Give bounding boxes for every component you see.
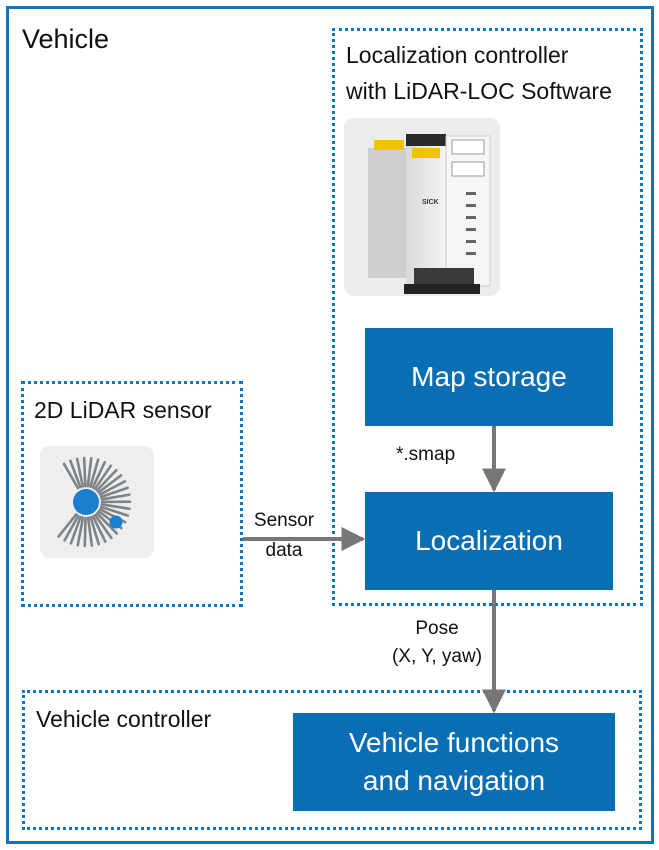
pose-line2: (X, Y, yaw) (391, 646, 483, 667)
lidar-ray (91, 460, 107, 489)
smap-label: *.smap (396, 444, 456, 465)
lidar-ray (63, 514, 80, 542)
lidar-ray (86, 457, 93, 488)
lidar-ray (82, 456, 87, 488)
lidar-ray (100, 503, 131, 511)
map-storage-box: Map storage (365, 328, 613, 426)
map-storage-label: Map storage (411, 361, 567, 392)
lidar-main-dot (73, 489, 99, 515)
localization-controller-frame (332, 28, 643, 606)
lidar-ray (69, 459, 82, 489)
localization-controller-title-line1: Localization controller (346, 42, 569, 68)
lidar-ray (95, 468, 118, 492)
localization-controller-title-line2: with LiDAR-LOC Software (346, 78, 612, 104)
lidar-ray (93, 464, 113, 491)
lidar-ray (83, 516, 87, 548)
lidar-ray (99, 505, 130, 517)
lidar-sensor-title: 2D LiDAR sensor (34, 397, 212, 423)
vehicle-title: Vehicle (22, 24, 110, 54)
device-brand-text: SICK (422, 199, 439, 206)
localization-box: Localization (365, 492, 613, 590)
lidar-sensor-frame (21, 381, 243, 607)
lidar-ray (97, 474, 123, 494)
vehicle-functions-box: Vehicle functions and navigation (293, 713, 615, 811)
lidar-ray (89, 516, 101, 546)
sensor-data-label: Sensor data (246, 508, 322, 564)
localization-label: Localization (415, 525, 563, 556)
lidar-ray (86, 516, 94, 547)
lidar-ray (100, 493, 131, 501)
lidar-ray (62, 462, 80, 490)
lidar-ray (76, 516, 85, 547)
lidar-ray (89, 458, 100, 488)
lidar-ray (57, 513, 78, 538)
sensor-data-line2: data (265, 540, 303, 561)
vehicle-functions-line2: and navigation (362, 765, 546, 796)
lidar-ray (75, 457, 85, 488)
pose-label: Pose (X, Y, yaw) (384, 616, 490, 670)
lidar-sensor-icon (40, 446, 154, 558)
lidar-ray (93, 513, 113, 540)
vehicle-controller-frame (22, 690, 642, 830)
controller-device-icon: SICK (344, 118, 500, 296)
lidar-ray (69, 515, 82, 545)
lidar-small-dot (109, 515, 123, 529)
vehicle-controller-title: Vehicle controller (36, 706, 212, 732)
pose-line1: Pose (415, 618, 459, 639)
vehicle-frame (6, 6, 654, 844)
lidar-ray (99, 486, 129, 499)
sensor-data-line1: Sensor (253, 510, 315, 531)
vehicle-functions-line1: Vehicle functions (348, 727, 560, 758)
lidar-ray (95, 512, 119, 535)
lidar-ray (91, 515, 107, 543)
lidar-ray (98, 480, 127, 496)
